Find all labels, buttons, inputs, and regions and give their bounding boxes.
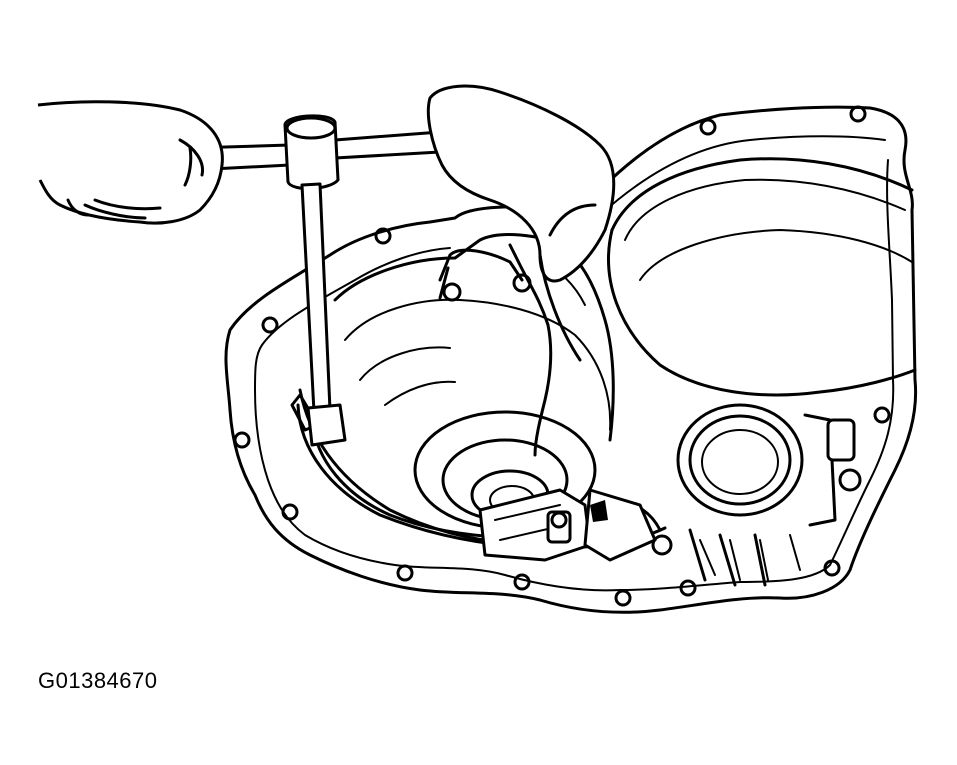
secondary-bore	[676, 403, 862, 587]
left-hand	[37, 100, 224, 225]
figure-id-label: G01384670	[38, 668, 158, 693]
bolt-block	[478, 488, 657, 562]
large-bore-opening	[607, 157, 917, 397]
right-hand	[426, 84, 616, 362]
flange-bolt-holes	[233, 105, 891, 607]
t-handle-wrench	[190, 114, 442, 447]
